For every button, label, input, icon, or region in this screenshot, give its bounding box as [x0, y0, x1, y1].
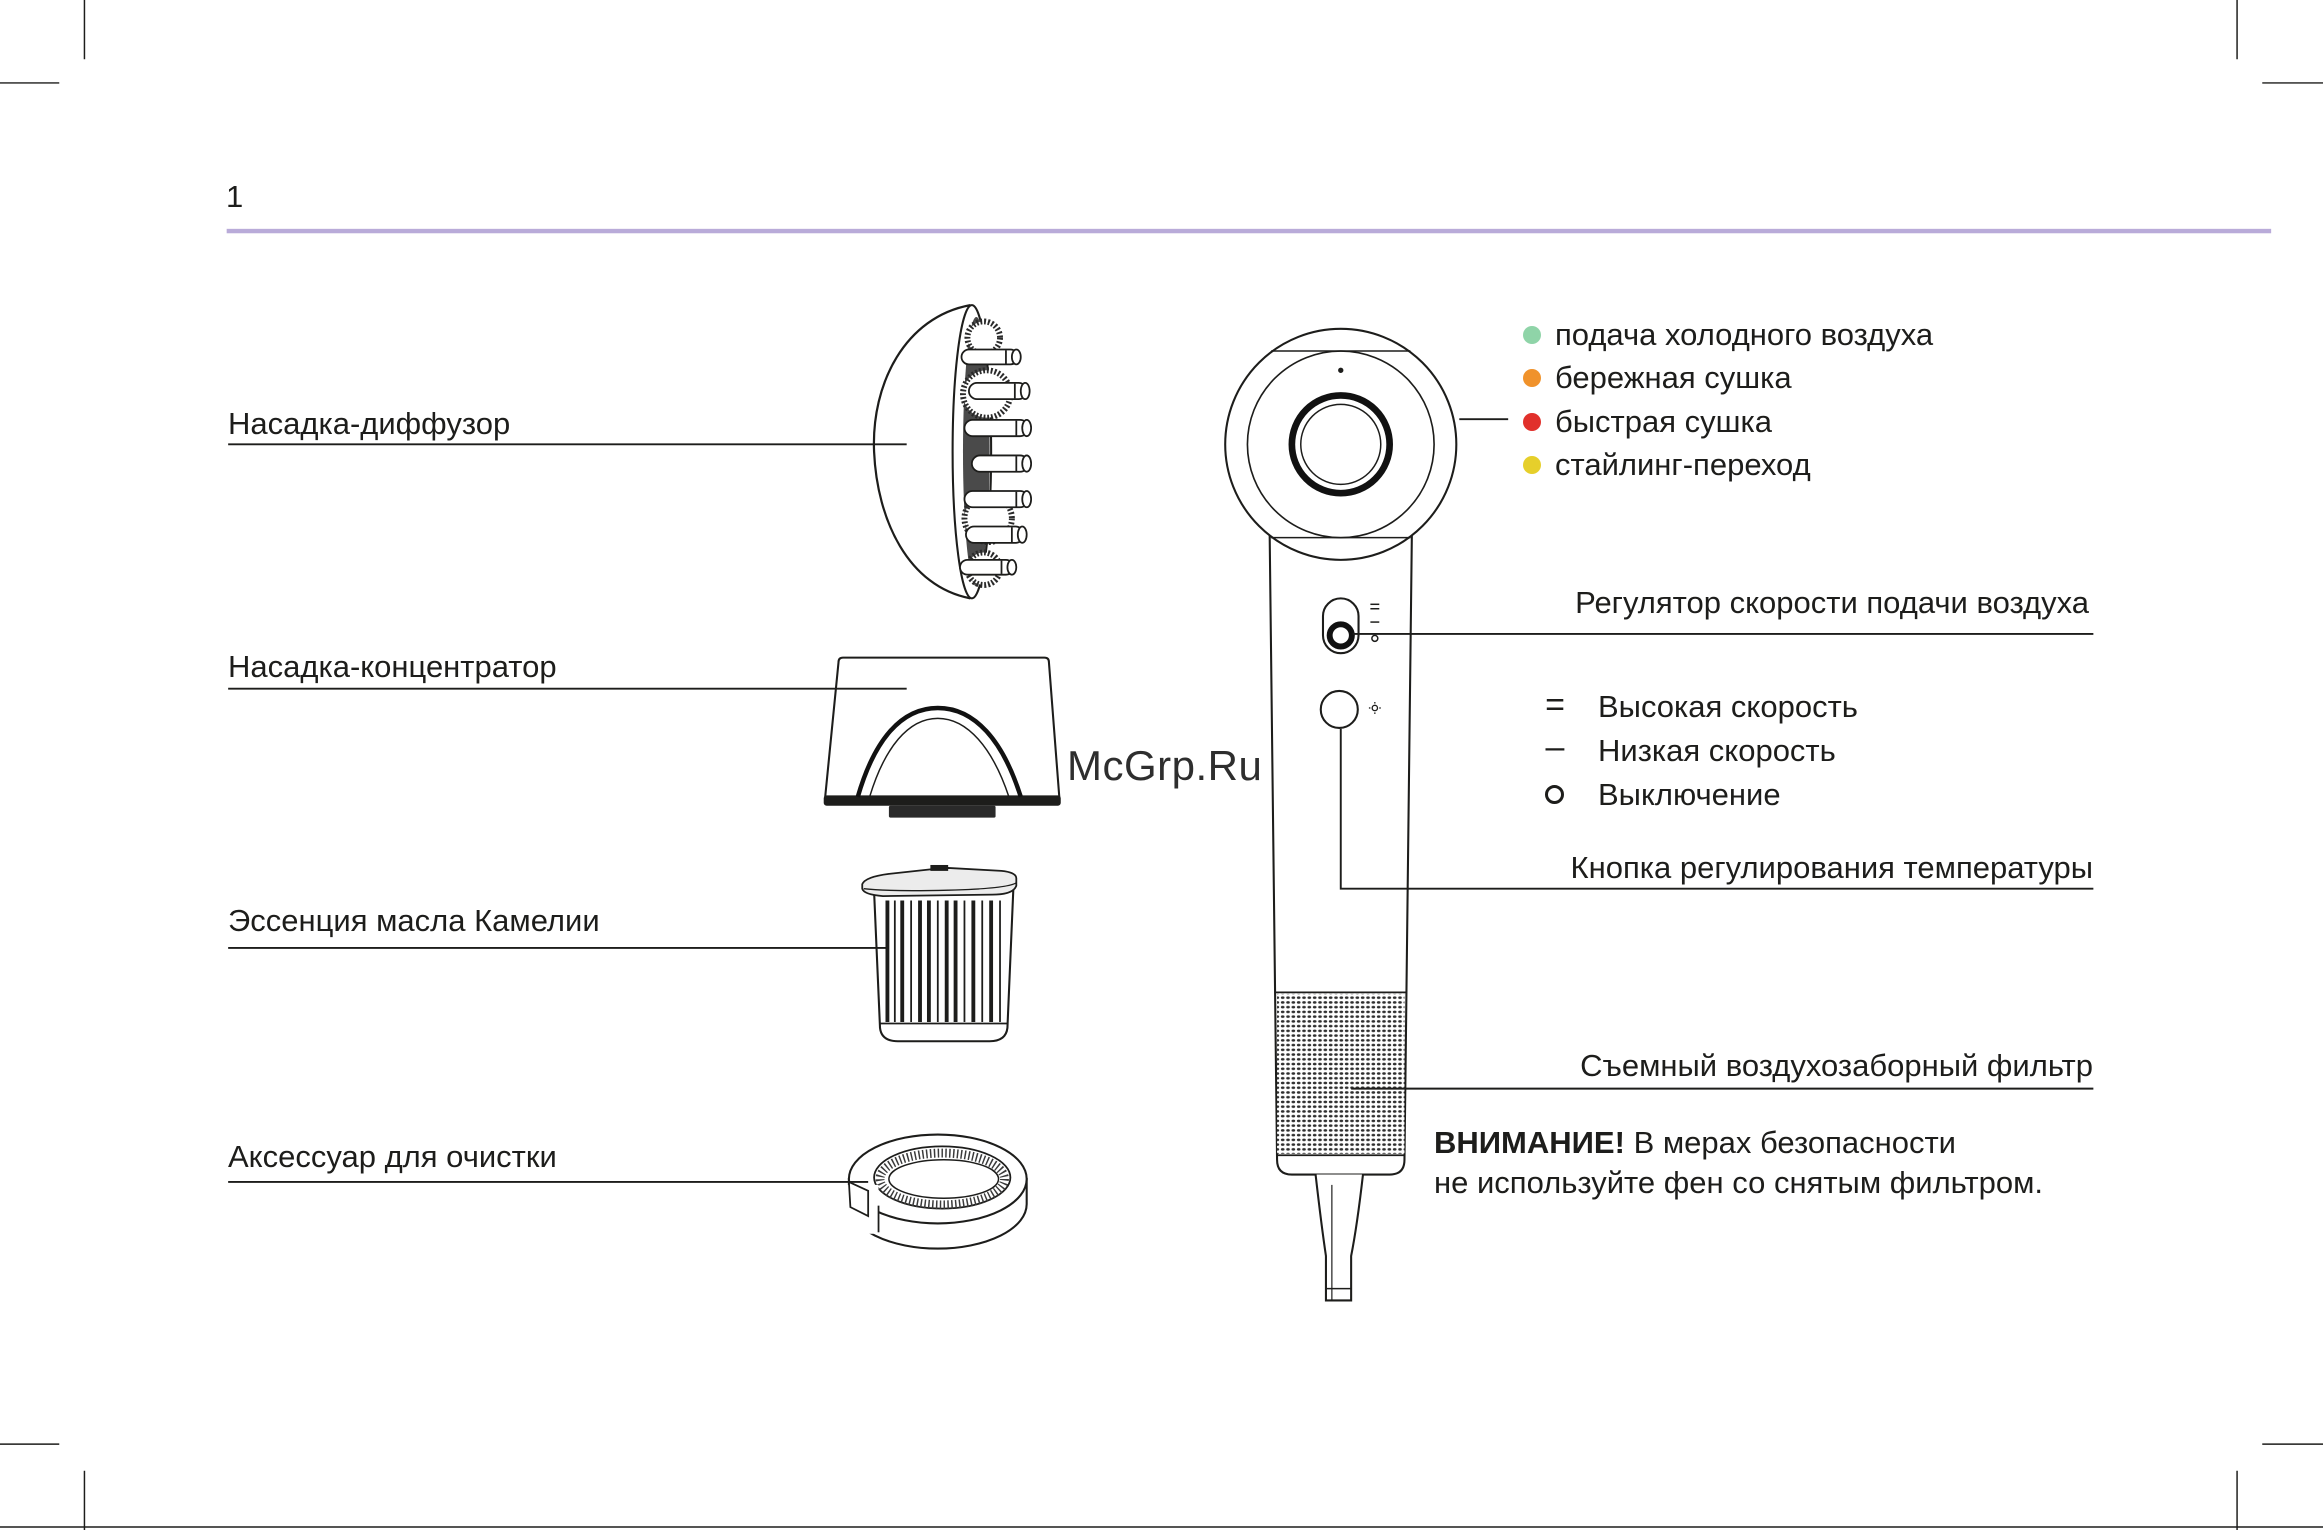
temperature-button: [1319, 689, 1359, 730]
warning-text-1: В мерах безопасности: [1633, 1125, 1956, 1160]
concentrator-arch: [855, 705, 1023, 798]
diffuser-prong-tip: [1021, 419, 1033, 438]
low-speed-symbol: –: [1545, 728, 1565, 766]
diffuser-gear: [964, 318, 1003, 357]
diffuser-prong-tip: [1010, 348, 1022, 366]
dryer-intake-filter: [1277, 993, 1405, 1154]
concentrator-body: [824, 656, 1061, 798]
essence-lid-edge: [863, 882, 1017, 892]
diffuser-prong: [963, 419, 1030, 438]
essence-lid: [861, 867, 1018, 897]
hair-dryer-illustration: [1224, 327, 1458, 1302]
mode-color-dot-gentle: [1523, 369, 1541, 387]
dryer-air-outlet: [1300, 403, 1382, 486]
diffuser-prong: [970, 454, 1030, 473]
essence-body: [873, 888, 1015, 1043]
essence-ribs: [885, 900, 1001, 1022]
concentrator-nozzle: [888, 805, 996, 818]
diffuser-prong-tip: [1021, 454, 1033, 473]
cleaning-accessory-illustration: [842, 1133, 1028, 1250]
diffuser-prong: [968, 381, 1028, 401]
warning-emphasis: ВНИМАНИЕ!: [1434, 1125, 1625, 1160]
mode-label-styling: стайлинг-переход: [1555, 447, 1811, 482]
label-speed-control: Регулятор скорости подачи воздуха: [1575, 585, 2089, 620]
essence-lid-tab: [930, 864, 949, 871]
cleaning-ring-inner: [888, 1158, 1000, 1199]
page-number: 1: [226, 179, 244, 214]
speed-label-off: Выключение: [1598, 777, 1781, 812]
warning-line-2: не используйте фен со снятым фильтром.: [1434, 1165, 2043, 1200]
label-essence: Эссенция масла Камелии: [228, 903, 600, 938]
mode-color-dot-cold: [1523, 326, 1541, 344]
cleaning-ring-teeth: [875, 1148, 1009, 1210]
speed-label-low: Низкая скорость: [1598, 733, 1836, 768]
label-temperature-button: Кнопка регулирования температуры: [1570, 850, 2093, 885]
watermark: McGrp.Ru: [1067, 742, 1263, 789]
sun-icon-core: [1371, 704, 1379, 712]
diffuser-prong-tip: [1006, 558, 1018, 576]
diffuser-prong-tip: [1021, 490, 1033, 509]
header-rule: [226, 228, 2272, 234]
leader-lines: [228, 418, 2094, 1183]
mode-label-fast: быстрая сушка: [1555, 404, 1772, 439]
concentrator-arch-inner: [868, 717, 1010, 798]
mode-label-gentle: бережная сушка: [1555, 360, 1792, 395]
label-intake-filter: Съемный воздухозаборный фильтр: [1580, 1048, 2093, 1083]
diffuser-prong: [959, 558, 1015, 576]
mode-color-dot-fast: [1523, 413, 1541, 431]
leader-line-temperature-button: [1339, 728, 2094, 890]
temperature-sun-icon: [1368, 702, 1381, 714]
diffuser-illustration: [872, 304, 1033, 600]
concentrator-illustration: [823, 656, 1061, 818]
warning-line-1: ВНИМАНИЕ! В мерах безопасности: [1434, 1125, 1956, 1161]
mode-color-dot-styling: [1523, 456, 1541, 474]
diffuser-prong: [963, 490, 1030, 509]
cleaning-ring-end: [847, 1180, 870, 1218]
high-speed-symbol: =: [1545, 686, 1565, 724]
speed-slider-marks: [1370, 603, 1380, 643]
mode-label-cold: подача холодного воздуха: [1555, 317, 1934, 352]
essence-cartridge-illustration: [861, 864, 1018, 1043]
label-cleaning-accessory: Аксессуар для очистки: [228, 1139, 557, 1174]
dryer-head-indicator-dot: [1338, 367, 1344, 373]
diffuser-prongs: [959, 348, 1033, 576]
diffuser-prong: [960, 348, 1019, 366]
dryer-cord: [1314, 1174, 1365, 1302]
label-concentrator: Насадка-концентратор: [228, 649, 557, 684]
speed-slider-knob: [1326, 621, 1355, 650]
diffuser-prong: [965, 525, 1025, 544]
diffuser-prong-tip: [1019, 381, 1031, 401]
off-circle-icon: [1545, 785, 1564, 804]
off-mark: [1371, 634, 1379, 643]
concentrator-base: [823, 795, 1061, 806]
label-diffuser: Насадка-диффузор: [228, 406, 511, 441]
speed-label-high: Высокая скорость: [1598, 689, 1858, 724]
diffuser-prong-tip: [1016, 525, 1028, 544]
diffuser-shell: [872, 304, 971, 600]
